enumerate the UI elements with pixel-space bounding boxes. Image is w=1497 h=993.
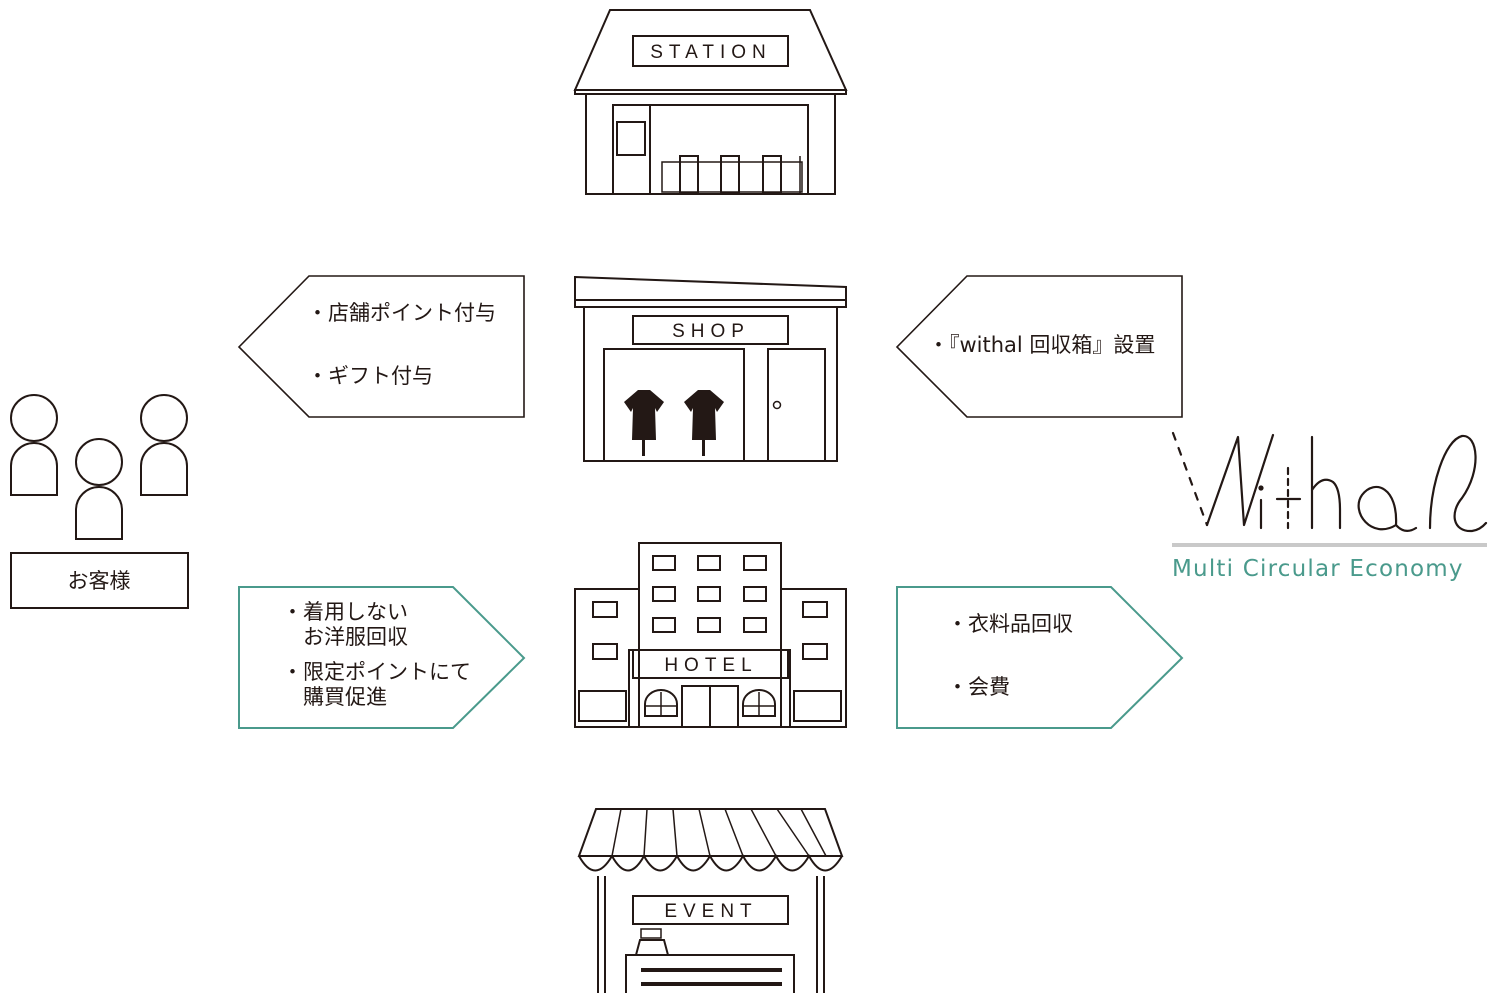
- event-label: EVENT: [664, 901, 757, 922]
- arrow-from-withal-line-1: ・『withal 回収箱』設置: [928, 333, 1155, 357]
- customer-label: お客様: [68, 569, 131, 593]
- hotel-sign: [632, 649, 789, 679]
- arrow-to-customer: ・店舗ポイント付与 ・ギフト付与: [237, 275, 525, 418]
- dress-mannequin-right-icon: [684, 390, 724, 456]
- hotel-label: HOTEL: [664, 655, 757, 676]
- arrow-to-customer-line-1: ・店舗ポイント付与: [307, 301, 496, 325]
- hotel-building: HOTEL: [574, 542, 847, 728]
- shop-window: [603, 348, 745, 462]
- arrow-from-customer-line-2: お洋服回収: [282, 625, 408, 649]
- customer-label-box: [10, 552, 189, 609]
- ticket-gates: [661, 155, 803, 194]
- logo-rule: [1172, 543, 1487, 547]
- hotel-arched-window-left: [644, 689, 678, 717]
- cash-register-icon: [634, 928, 670, 956]
- shop-door: [767, 348, 826, 462]
- arrow-to-withal-line-2: ・会費: [947, 675, 1010, 699]
- arrow-to-withal-line-1: ・衣料品回収: [947, 612, 1073, 636]
- withal-logo: Multi Circular Economy: [1171, 431, 1488, 582]
- shop-label: SHOP: [672, 321, 750, 342]
- shop-sign: [632, 315, 789, 345]
- hotel-windows: [592, 555, 828, 660]
- arrow-from-customer: ・着用しない お洋服回収 ・限定ポイントにて 購買促進: [238, 586, 526, 729]
- dress-mannequin-left-icon: [624, 390, 664, 456]
- arrow-from-customer-line-3: ・限定ポイントにて: [282, 660, 471, 684]
- arrow-from-withal: ・『withal 回収箱』設置: [895, 275, 1183, 418]
- arrow-from-customer-line-4: 購買促進: [282, 685, 387, 709]
- logo-subtitle: Multi Circular Economy: [1172, 556, 1464, 582]
- arrow-to-customer-line-2: ・ギフト付与: [307, 364, 433, 388]
- station-label: STATION: [650, 42, 772, 63]
- station-sign: [632, 35, 789, 67]
- event-stall: EVENT: [577, 808, 844, 993]
- shop-building: SHOP: [574, 275, 847, 462]
- station-building: STATION: [573, 9, 848, 195]
- station-window: [616, 121, 646, 156]
- arrow-from-customer-line-1: ・着用しない: [282, 600, 408, 624]
- hotel-arched-window-right: [742, 689, 776, 717]
- event-sign: [632, 895, 789, 925]
- customer-group-icon: [10, 394, 188, 540]
- arrow-to-withal: ・衣料品回収 ・会費: [896, 586, 1184, 729]
